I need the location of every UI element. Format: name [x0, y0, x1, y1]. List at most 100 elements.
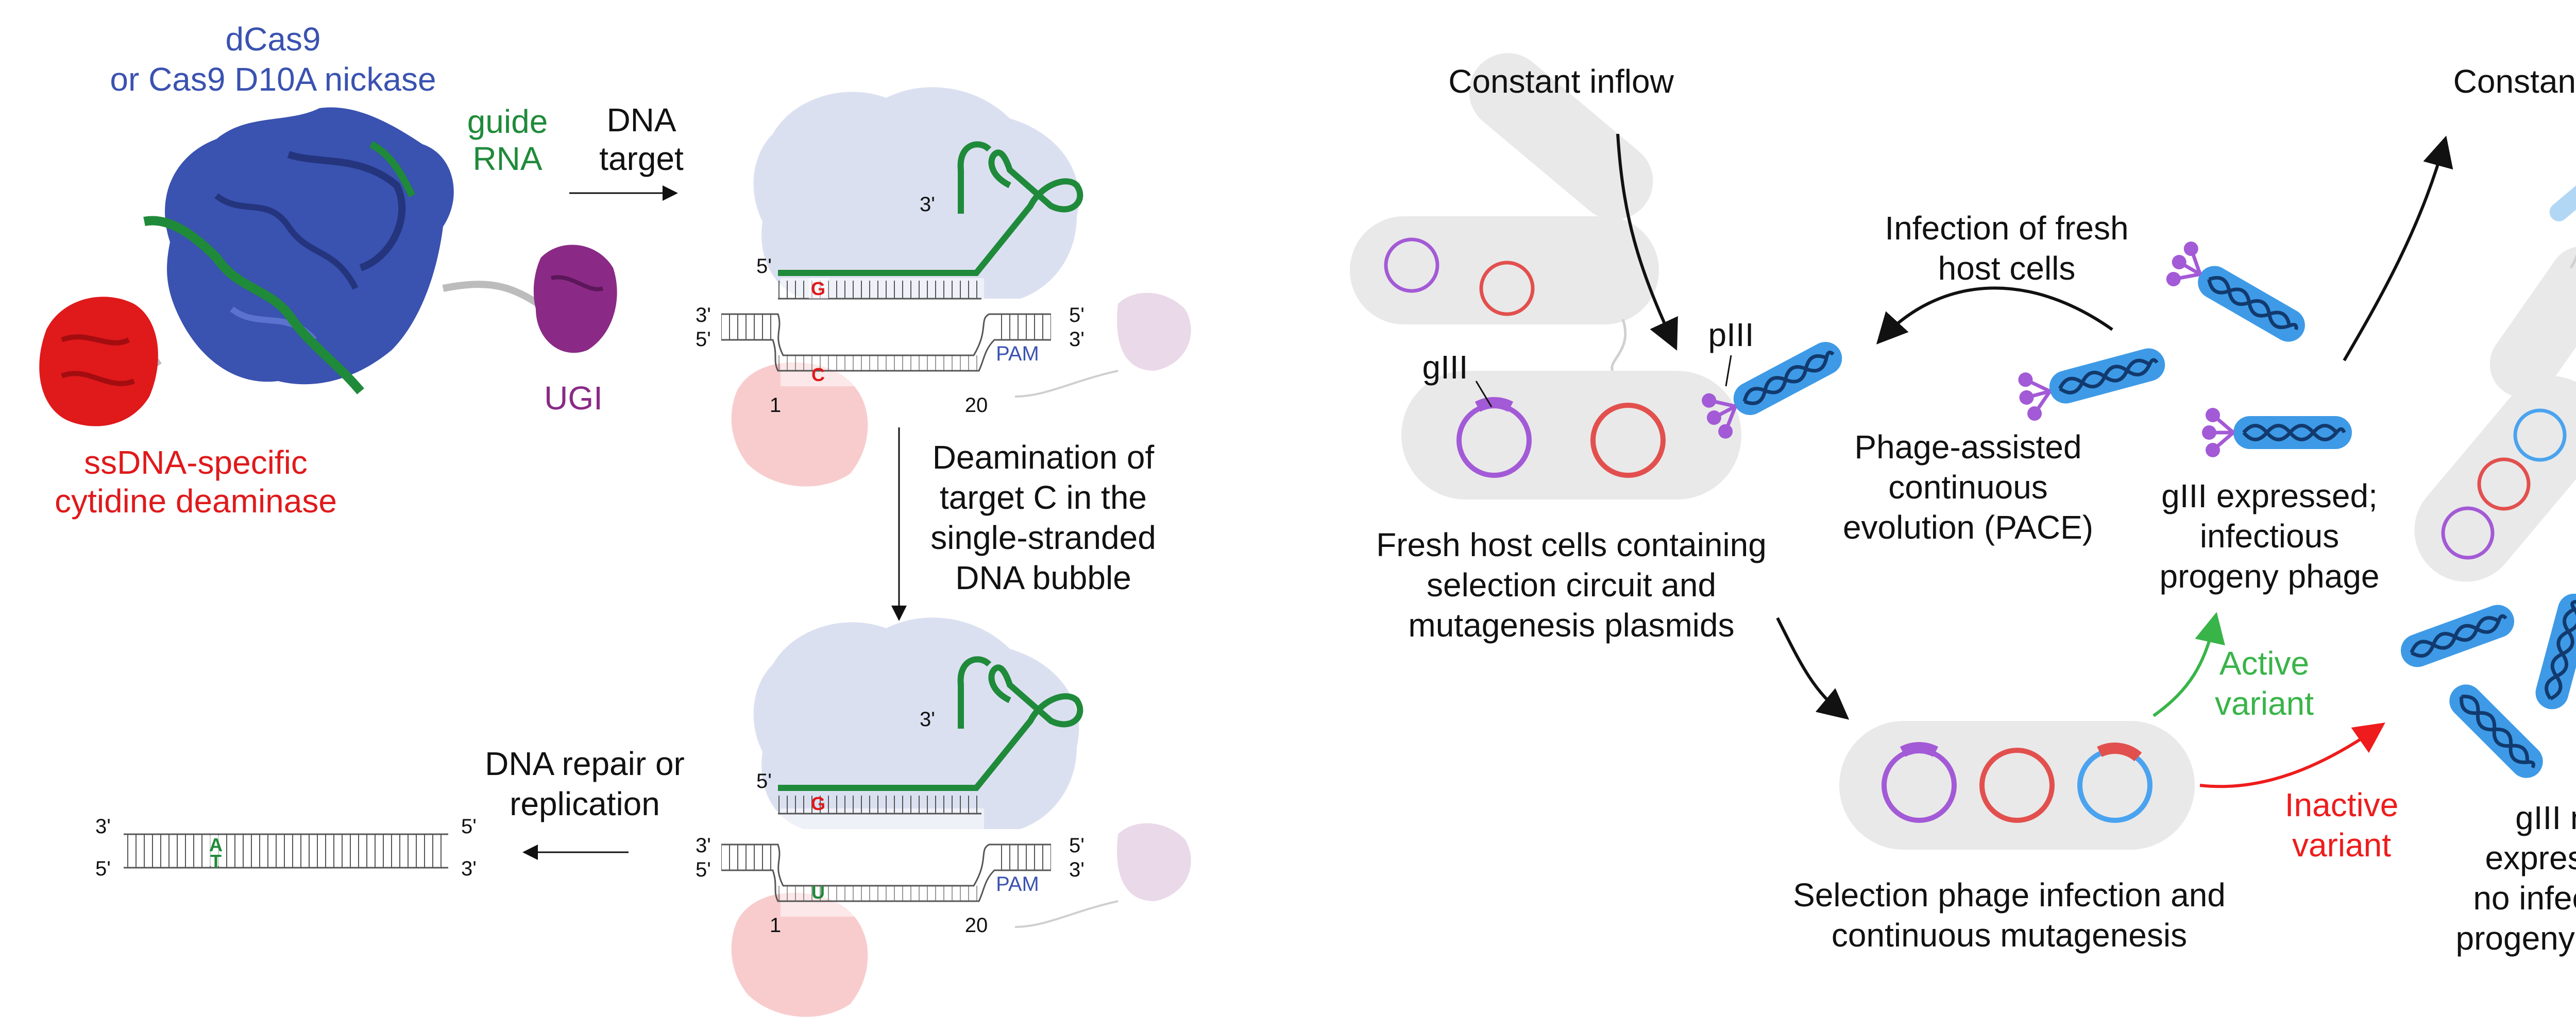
cas9-protein-structure [143, 107, 454, 394]
outflow-arrow [2343, 135, 2453, 361]
giii-pointer [1475, 381, 1493, 407]
plasmid-red [1590, 403, 1666, 478]
dna-target-label-line1: DNA [606, 101, 676, 139]
ugi-ghost-2 [1117, 823, 1191, 901]
outflow-host-cell [2414, 376, 2576, 582]
right-3prime: 3' [1069, 328, 1084, 351]
product-right-3prime: 3' [461, 857, 477, 880]
progeny-phage-1 [2161, 237, 2315, 355]
pace-label-line3: evolution (PACE) [1843, 509, 2093, 546]
target-base-u: U [811, 882, 825, 903]
top-strand-rungs [778, 281, 981, 299]
repair-label-line1: DNA repair or [485, 745, 685, 782]
top-5prime-2: 5' [756, 770, 772, 793]
guide-rna-label-line2: RNA [472, 140, 542, 177]
base-editor-panel: dCas9 or Cas9 D10A nickase guide RNA UGI… [39, 21, 1191, 1017]
host-cell-tilted [1469, 53, 1653, 220]
ugi-structure [533, 245, 617, 353]
position-1-2: 1 [770, 914, 781, 937]
rna-3prime-2: 3' [920, 708, 935, 731]
inactive-variant-arrow [2199, 722, 2385, 788]
to-selection-arrow [1776, 617, 1850, 720]
guide-rna-label-line1: guide [467, 103, 548, 140]
infection-label-line2: host cells [1938, 250, 2076, 287]
right-3prime-2: 3' [1069, 858, 1084, 881]
giii-expressed-line3: progeny phage [2159, 558, 2379, 595]
deamination-label-line4: DNA bubble [955, 559, 1131, 596]
piii-label: pIII [1708, 316, 1754, 353]
active-label-line2: variant [2215, 685, 2314, 722]
outflow-cell-faded [2489, 246, 2576, 398]
fresh-host-cell [1401, 371, 1741, 500]
inflow-arrow [1616, 133, 1678, 351]
repair-label-line2: replication [510, 785, 660, 822]
inactive-label-line1: Inactive [2285, 786, 2399, 823]
edited-dna-product: 3' 5' 5' 3' A T [95, 815, 477, 880]
target-base-g: G [811, 278, 825, 299]
pace-label-line1: Phage-assisted [1854, 428, 2081, 466]
pam-label: PAM [996, 342, 1039, 365]
product-base-t: T [210, 851, 222, 872]
complex-before-deamination: 3' 5' 3' 5' 5' 3' G C 1 20 PAM [696, 87, 1191, 487]
fresh-cells-label-line1: Fresh host cells containing [1376, 526, 1767, 563]
left-3prime-2: 3' [696, 834, 711, 857]
giii-label: gIII [1422, 349, 1468, 386]
piii-pointer [1725, 355, 1732, 387]
not-expressed-line3: no infectious [2473, 880, 2576, 917]
selection-label-line1: Selection phage infection and [1793, 876, 2226, 914]
host-cell-background [1350, 216, 1659, 372]
left-3prime: 3' [696, 304, 711, 326]
deaminase-ghost-2 [731, 892, 868, 1017]
deaminase-structure [39, 297, 158, 426]
right-5prime-2: 5' [1069, 834, 1084, 857]
pace-panel: gIII pIII Constant inflow Infection of f… [1350, 53, 2576, 957]
position-20: 20 [965, 394, 988, 417]
progeny-phage-2 [2013, 337, 2171, 423]
product-right-5prime: 5' [461, 815, 477, 838]
infection-label-line1: Infection of fresh [1885, 210, 2128, 247]
giii-expressed-line1: gIII expressed; [2161, 477, 2378, 514]
deaminase-label-line1: ssDNA-specific [84, 444, 308, 481]
ugi-label: UGI [544, 380, 603, 417]
active-label-line1: Active [2219, 645, 2309, 682]
target-base-c: C [811, 364, 825, 385]
infection-arrow [1876, 286, 2113, 345]
pam-label-2: PAM [996, 873, 1039, 896]
constant-inflow-label: Constant inflow [1448, 63, 1674, 100]
cas9-ghost [753, 87, 1079, 299]
guide-rna-strand-2 [778, 664, 1083, 791]
protein-title-line2: or Cas9 D10A nickase [110, 61, 436, 98]
giii-expressed-line2: infectious [2200, 518, 2339, 555]
position-20-2: 20 [965, 914, 988, 937]
position-1: 1 [770, 394, 781, 417]
plasmid-red-2 [1979, 748, 2055, 823]
rna-3prime: 3' [920, 193, 935, 216]
left-5prime-2: 5' [696, 858, 711, 881]
noninfectious-phage-3 [2443, 678, 2550, 785]
inactive-label-line2: variant [2292, 827, 2391, 864]
dna-target-label-line2: target [599, 140, 684, 177]
noninfectious-phage-2 [2532, 590, 2576, 713]
product-base-a: A [209, 834, 223, 855]
faded-phage-1 [2549, 178, 2576, 221]
fresh-cells-label-line3: mutagenesis plasmids [1408, 607, 1734, 644]
right-5prime: 5' [1069, 304, 1084, 326]
fresh-cells-label-line2: selection circuit and [1427, 566, 1716, 604]
not-expressed-line4: progeny phage [2455, 920, 2576, 957]
noninfectious-phage-1 [2396, 600, 2519, 672]
pace-label-line2: continuous [1888, 469, 2048, 506]
deaminase-ghost [731, 362, 868, 487]
target-base-g-2: G [811, 793, 825, 814]
deaminase-label-line2: cytidine deaminase [55, 483, 337, 520]
not-expressed-line2: expressed; [2485, 839, 2576, 876]
selection-label-line2: continuous mutagenesis [1832, 917, 2187, 954]
deamination-label-line3: single-stranded [930, 519, 1156, 556]
progeny-phage-3 [2202, 408, 2352, 457]
product-left-3prime: 3' [95, 815, 111, 838]
constant-outflow-label: Constant outflow [2453, 63, 2576, 100]
guide-rna-strand [778, 149, 1083, 276]
selection-host-cell [1839, 721, 2195, 850]
complex-after-deamination: 3' 5' 3' 5' 5' 3' G U 1 20 PAM [696, 617, 1191, 1017]
